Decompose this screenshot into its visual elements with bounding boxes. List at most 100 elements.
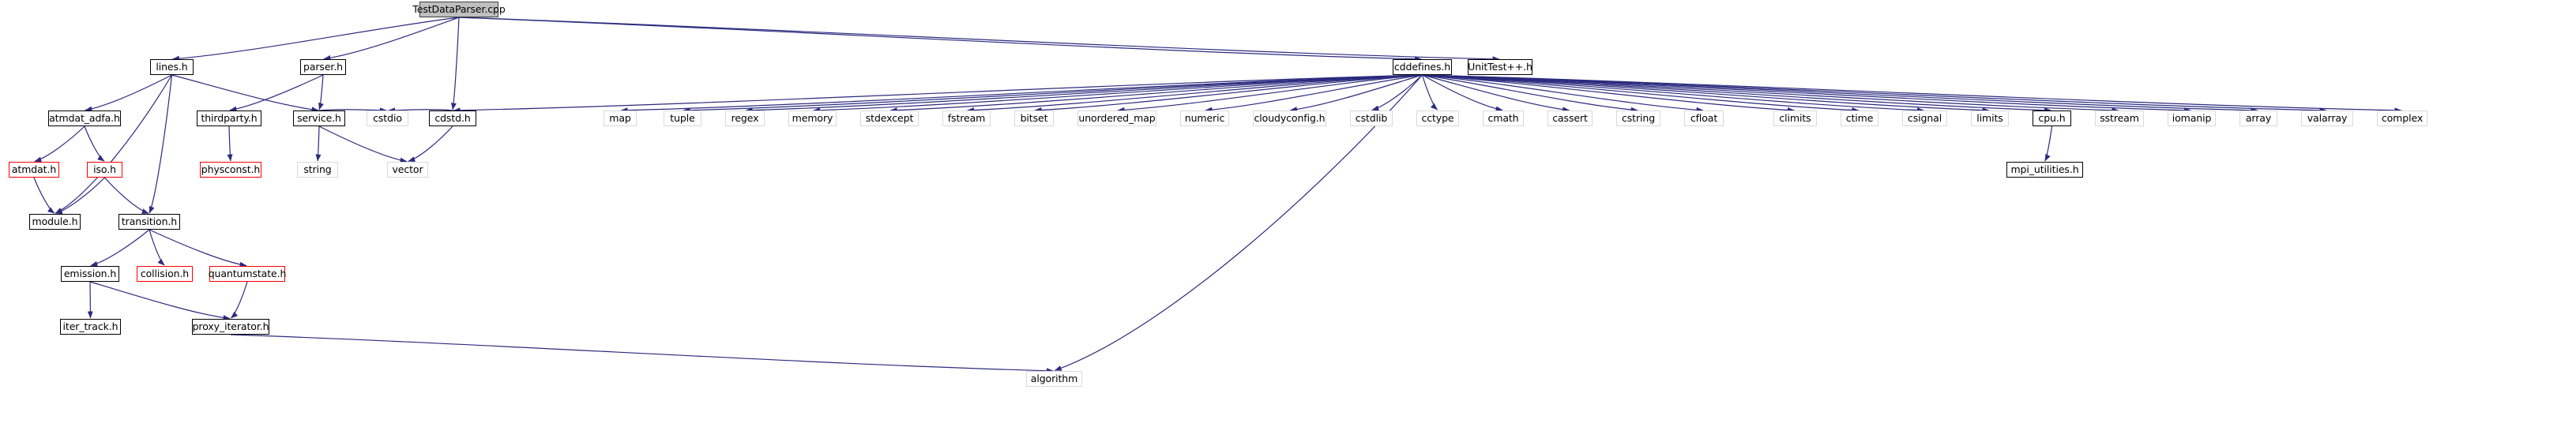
graph-node-array[interactable]: array (2239, 110, 2277, 126)
graph-node-service[interactable]: service.h (293, 110, 345, 126)
graph-node-cdstd[interactable]: cdstd.h (429, 110, 476, 126)
graph-node-physconst[interactable]: physconst.h (200, 162, 261, 178)
graph-node-label: cassert (1552, 111, 1588, 124)
graph-node-label: cstdio (373, 111, 402, 124)
graph-node-module[interactable]: module.h (29, 214, 81, 230)
graph-node-valarray[interactable]: valarray (2301, 110, 2353, 126)
graph-node-label: bitset (1020, 111, 1048, 124)
graph-node-cstdio[interactable]: cstdio (367, 110, 408, 126)
graph-edge-transition-to-quantumstate (149, 229, 247, 268)
graph-node-numeric[interactable]: numeric (1180, 110, 1229, 126)
graph-edge-transition-to-emission (90, 229, 150, 267)
graph-node-parserh[interactable]: parser.h (300, 59, 346, 75)
graph-node-quantumstate[interactable]: quantumstate.h (208, 266, 287, 282)
graph-edge-service-to-vector (318, 125, 408, 163)
graph-node-transition[interactable]: transition.h (118, 214, 180, 230)
graph-node-string[interactable]: string (297, 162, 338, 178)
graph-node-label: tuple (670, 111, 695, 124)
graph-node-unordered_map[interactable]: unordered_map (1077, 110, 1156, 126)
graph-node-climits[interactable]: climits (1773, 110, 1817, 126)
graph-edge-atmdat-to-module (33, 177, 55, 214)
graph-edge-cddefines-to-unordered_map (1117, 74, 1423, 113)
graph-node-complex[interactable]: complex (2377, 110, 2427, 126)
graph-node-label: cloudyconfig.h (1254, 111, 1326, 124)
graph-node-sstream[interactable]: sstream (2095, 110, 2144, 126)
graph-node-emission[interactable]: emission.h (61, 266, 119, 282)
graph-node-cpuh[interactable]: cpu.h (2033, 110, 2071, 126)
graph-node-map[interactable]: map (604, 110, 637, 126)
graph-node-unittest[interactable]: UnitTest++.h (1468, 59, 1532, 75)
graph-node-bitset[interactable]: bitset (1014, 110, 1054, 126)
graph-node-label: cstring (1621, 111, 1656, 124)
graph-edge-testdataparser-to-lines (171, 17, 460, 62)
graph-edge-testdataparser-to-cdstd (450, 17, 460, 110)
graph-node-cfloat[interactable]: cfloat (1684, 110, 1724, 126)
graph-node-label: parser.h (303, 60, 344, 73)
graph-edge-cpuh-to-mpi_utilities (2044, 125, 2053, 162)
graph-edge-thirdparty-to-physconst (227, 125, 233, 162)
graph-node-cstdlib[interactable]: cstdlib (1350, 110, 1393, 126)
graph-node-label: emission.h (63, 267, 117, 279)
graph-node-testdataparser[interactable]: TestDataParser.cpp (412, 2, 506, 17)
graph-node-memory[interactable]: memory (788, 110, 837, 126)
graph-node-label: valarray (2307, 111, 2348, 124)
graph-node-cstring[interactable]: cstring (1616, 110, 1660, 126)
graph-node-regex[interactable]: regex (725, 110, 765, 126)
graph-node-label: climits (1779, 111, 1811, 124)
graph-node-cloudyconfig[interactable]: cloudyconfig.h (1253, 110, 1326, 126)
graph-node-stdexcept[interactable]: stdexcept (860, 110, 919, 126)
graph-edge-cddefines-to-cmath (1422, 74, 1503, 112)
graph-node-label: transition.h (121, 215, 178, 227)
graph-node-algorithm[interactable]: algorithm (1026, 371, 1082, 387)
graph-node-limits[interactable]: limits (1971, 110, 2009, 126)
graph-node-label: atmdat.h (11, 163, 57, 175)
graph-node-cddefines[interactable]: cddefines.h (1393, 59, 1452, 75)
graph-node-iomanip[interactable]: iomanip (2168, 110, 2216, 126)
graph-node-label: cpu.h (2038, 111, 2066, 124)
graph-node-cctype[interactable]: cctype (1416, 110, 1459, 126)
graph-edge-lines-to-transition (149, 74, 173, 214)
graph-node-label: ctime (1845, 111, 1874, 124)
graph-node-label: iso.h (93, 163, 116, 175)
graph-edge-lines-to-module (55, 74, 173, 214)
graph-node-iter_track[interactable]: iter_track.h (60, 319, 121, 335)
graph-edge-cdstd-to-vector (408, 125, 453, 162)
graph-edge-cddefines-to-cctype (1421, 74, 1438, 110)
graph-node-cassert[interactable]: cassert (1547, 110, 1593, 126)
graph-node-label: string (303, 163, 332, 175)
graph-edge-transition-to-collision (149, 229, 165, 266)
graph-node-iso[interactable]: iso.h (87, 162, 122, 178)
graph-node-ctime[interactable]: ctime (1841, 110, 1878, 126)
graph-node-collision[interactable]: collision.h (137, 266, 193, 282)
graph-node-csignal[interactable]: csignal (1902, 110, 1947, 126)
graph-node-lines[interactable]: lines.h (150, 59, 194, 75)
graph-node-label: cstdlib (1355, 111, 1388, 124)
graph-edge-emission-to-proxy_iterator (89, 281, 231, 321)
graph-edge-cddefines-to-algorithm (1054, 74, 1423, 371)
graph-node-label: regex (731, 111, 759, 124)
graph-node-label: quantumstate.h (208, 267, 287, 279)
graph-edge-parserh-to-service (318, 74, 324, 110)
graph-node-tuple[interactable]: tuple (664, 110, 701, 126)
graph-node-label: iter_track.h (62, 320, 118, 332)
graph-edge-cddefines-to-cdstd (453, 74, 1423, 114)
graph-node-atmdat_adfa[interactable]: atmdat_adfa.h (48, 110, 121, 126)
graph-edge-cddefines-to-cstring (1422, 74, 1638, 113)
graph-node-label: limits (1976, 111, 2003, 124)
graph-edge-cddefines-to-climits (1422, 74, 1795, 113)
graph-node-label: service.h (297, 111, 341, 124)
graph-node-vector[interactable]: vector (387, 162, 428, 178)
graph-node-mpi_utilities[interactable]: mpi_utilities.h (2006, 162, 2083, 178)
graph-edge-cddefines-to-tuple (683, 74, 1423, 114)
graph-node-thirdparty[interactable]: thirdparty.h (197, 110, 261, 126)
graph-node-cmath[interactable]: cmath (1483, 110, 1524, 126)
graph-node-fstream[interactable]: fstream (942, 110, 991, 126)
graph-node-label: complex (2381, 111, 2424, 124)
graph-node-atmdat[interactable]: atmdat.h (9, 162, 59, 178)
graph-edge-cddefines-to-ctime (1422, 74, 1860, 114)
graph-node-proxy_iterator[interactable]: proxy_iterator.h (192, 319, 269, 335)
graph-node-label: algorithm (1030, 372, 1078, 384)
graph-edge-cddefines-to-cloudyconfig (1289, 74, 1423, 113)
graph-node-label: physconst.h (201, 163, 261, 175)
